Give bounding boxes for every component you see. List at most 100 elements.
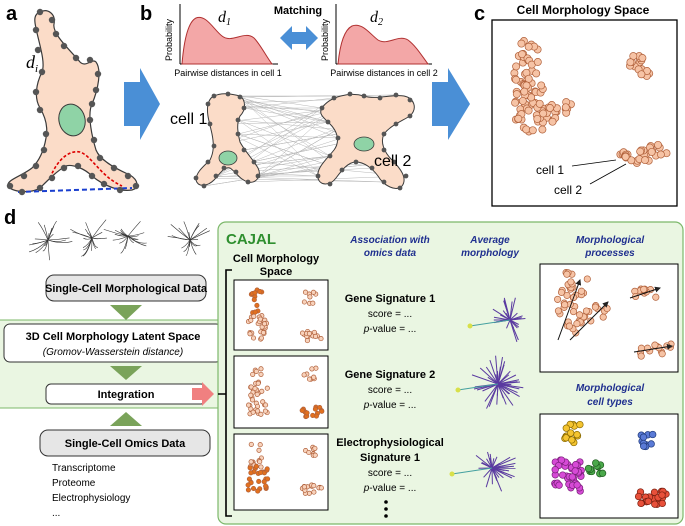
scatter-point	[253, 463, 259, 469]
neurite	[91, 237, 97, 249]
neurite	[183, 239, 191, 252]
scatter-point	[658, 491, 666, 499]
matching-double-arrow	[280, 26, 318, 50]
cell-d-i	[6, 8, 140, 196]
sig1-pvalue: p-value = ...	[363, 324, 417, 335]
processes-points	[554, 269, 675, 360]
neurite	[47, 239, 50, 261]
boundary-point	[92, 86, 100, 94]
process-arrow	[569, 301, 609, 341]
arrow-a-to-b	[124, 68, 160, 140]
scatter-point	[318, 336, 324, 342]
branch	[487, 376, 499, 385]
branch	[509, 312, 518, 321]
branch	[451, 467, 493, 475]
boundary-point	[241, 105, 247, 111]
assoc-header-2: omics data	[364, 248, 417, 259]
scatter-point	[652, 293, 660, 301]
boundary-point	[211, 143, 217, 149]
branch	[486, 383, 499, 409]
scatter-point	[310, 412, 316, 418]
branch	[491, 467, 503, 492]
boundary-point	[32, 26, 40, 34]
neurite	[91, 219, 107, 239]
scatter-point	[640, 285, 648, 293]
flow-arrow-1	[110, 305, 142, 320]
branch	[485, 467, 493, 488]
boundary-point	[233, 169, 239, 175]
scatter-point	[524, 42, 533, 51]
branch	[457, 383, 499, 391]
scatter-point	[512, 90, 521, 99]
scatter-point	[254, 391, 260, 397]
branch	[503, 297, 511, 321]
scatter-point	[639, 433, 648, 441]
boundary-point	[237, 94, 243, 100]
types-header-1: Morphological	[576, 383, 645, 394]
scatter-point	[634, 492, 643, 501]
boundary-point	[88, 172, 96, 180]
scatter-point	[311, 329, 317, 335]
histogram-cell-1: Probability Pairwise distances in cell 1…	[164, 4, 282, 78]
nucleus-a	[58, 103, 86, 137]
scatter-point	[258, 366, 264, 372]
scatter-point	[258, 470, 264, 476]
scatter-point	[248, 441, 254, 447]
neurite	[127, 221, 141, 237]
scatter-point	[249, 397, 256, 403]
panel-label-d: d	[4, 207, 16, 229]
boundary-point	[327, 181, 333, 187]
cms-header-1: Cell Morphology	[233, 253, 320, 265]
branch-tip	[455, 387, 461, 393]
scatter-point	[310, 300, 316, 306]
scatter-point	[658, 499, 666, 508]
boundary-point	[397, 185, 403, 191]
scatter-point	[248, 470, 254, 476]
match-line	[227, 93, 339, 139]
latent-label: 3D Cell Morphology Latent Space	[26, 331, 201, 343]
branch	[475, 455, 493, 469]
scatter-point	[304, 338, 310, 344]
boundary-point	[205, 159, 211, 165]
hist1-label: d1	[218, 9, 231, 28]
boundary-point	[72, 54, 80, 62]
branch	[497, 383, 518, 394]
neurite	[124, 235, 129, 250]
branch	[497, 357, 503, 385]
branch	[482, 383, 499, 392]
boundary-point	[205, 101, 211, 107]
scatter-point	[557, 288, 566, 296]
average-morphology-3	[449, 451, 516, 492]
hist1-distribution	[181, 16, 273, 65]
scatter-point	[572, 461, 580, 469]
neurite	[127, 232, 145, 237]
cell2-pointer-c	[589, 163, 627, 185]
sig1-score: score = ...	[368, 309, 412, 320]
neurite	[127, 235, 138, 240]
hist2-xlabel: Pairwise distances in cell 2	[330, 68, 438, 78]
scatter-point	[250, 335, 257, 341]
boundary-point	[52, 30, 60, 38]
scatter-point	[307, 294, 313, 300]
neurite	[82, 237, 93, 248]
boundary-point	[48, 16, 56, 24]
morph-data-label: Single-Cell Morphological Data	[45, 283, 208, 295]
scatter-point	[304, 410, 310, 416]
sig2-pvalue: p-value = ...	[363, 400, 417, 411]
flow-arrow-2	[110, 366, 142, 380]
boundary-points-a	[6, 8, 140, 196]
match-line	[195, 177, 385, 183]
boundary-point	[315, 173, 321, 179]
boundary-point	[60, 164, 68, 172]
flow-arrow-3	[110, 412, 142, 426]
scatter-point	[299, 407, 305, 413]
cell-label-d-i: di	[26, 52, 38, 75]
scatter-point	[520, 87, 529, 96]
scatter-point	[658, 350, 666, 358]
boundary-point	[255, 173, 261, 179]
omics-box	[39, 429, 211, 457]
neurite	[43, 224, 49, 241]
boundary-point	[347, 91, 353, 97]
scatter-point	[511, 98, 520, 107]
cell-2-shape	[317, 94, 415, 189]
